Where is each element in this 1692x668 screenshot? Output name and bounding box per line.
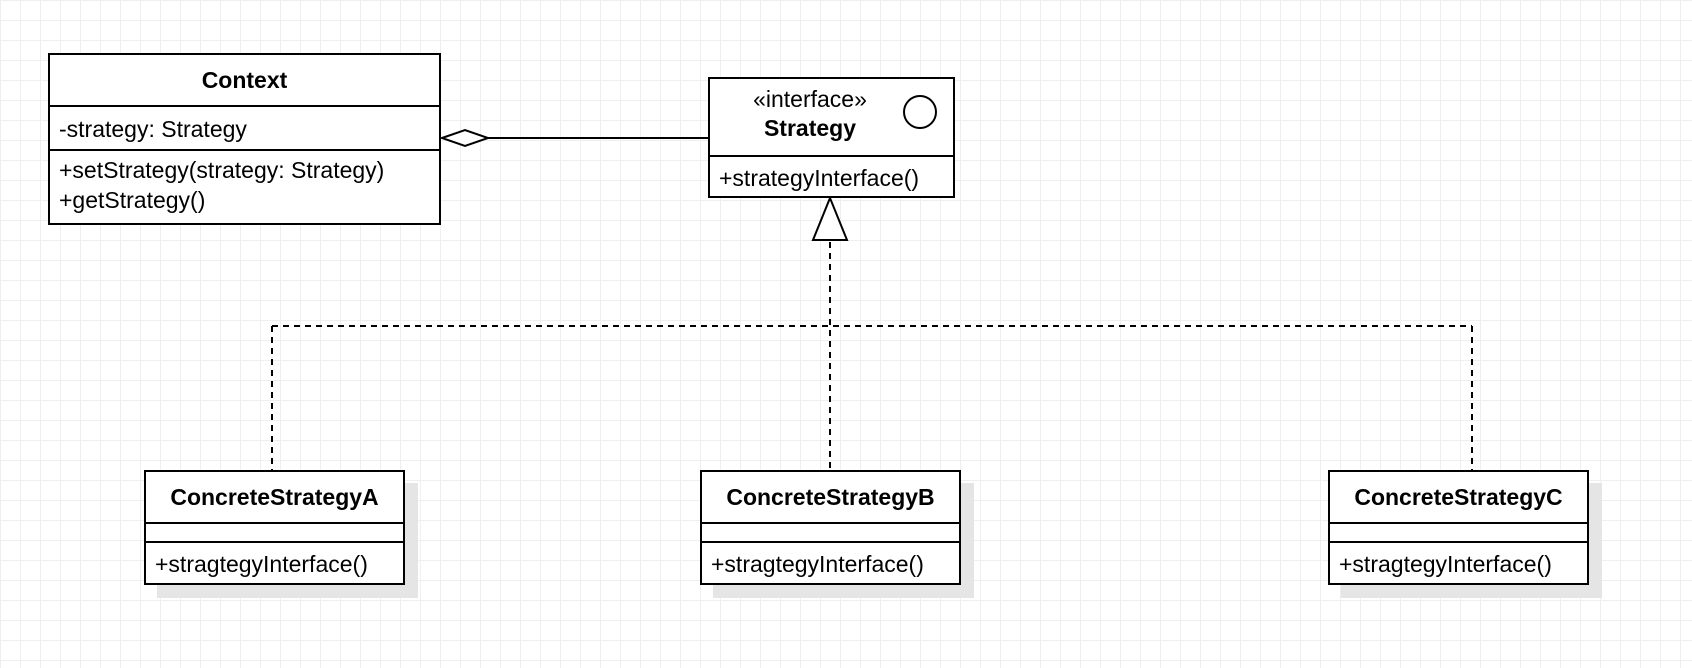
realization-arrowhead	[811, 195, 849, 241]
context-method: +setStrategy(strategy: Strategy)	[59, 157, 385, 183]
context-attributes: -strategy: Strategy	[50, 105, 439, 149]
interface-circle-icon	[903, 95, 937, 129]
concrete-strategy-b-name: ConcreteStrategyB	[726, 484, 935, 510]
concrete-strategy-a-methods: +stragtegyInterface()	[146, 541, 403, 579]
strategy-methods: +strategyInterface()	[710, 155, 953, 193]
concrete-strategy-a-name: ConcreteStrategyA	[170, 484, 379, 510]
context-class[interactable]: Context -strategy: Strategy +setStrategy…	[48, 53, 441, 225]
strategy-method: +strategyInterface()	[719, 165, 920, 191]
context-class-name: Context	[201, 67, 288, 93]
strategy-header: «interface» Strategy	[710, 79, 953, 155]
concrete-strategy-c-methods: +stragtegyInterface()	[1330, 541, 1587, 579]
context-attribute: -strategy: Strategy	[59, 116, 247, 142]
concrete-strategy-a-attributes	[146, 522, 403, 541]
concrete-strategy-c-name: ConcreteStrategyC	[1354, 484, 1563, 510]
realization-lines	[271, 242, 1473, 470]
concrete-strategy-a[interactable]: ConcreteStrategyA +stragtegyInterface()	[144, 470, 405, 585]
concrete-strategy-b-attributes	[702, 522, 959, 541]
strategy-stereotype: «interface»	[753, 86, 867, 112]
concrete-strategy-c-attributes	[1330, 522, 1587, 541]
context-methods: +setStrategy(strategy: Strategy) +getStr…	[50, 149, 439, 215]
strategy-class-name: Strategy	[763, 115, 857, 141]
concrete-strategy-b-methods: +stragtegyInterface()	[702, 541, 959, 579]
strategy-interface[interactable]: «interface» Strategy +strategyInterface(…	[708, 77, 955, 198]
concrete-strategy-b-method: +stragtegyInterface()	[711, 551, 924, 577]
concrete-strategy-c[interactable]: ConcreteStrategyC +stragtegyInterface()	[1328, 470, 1589, 585]
concrete-strategy-a-method: +stragtegyInterface()	[155, 551, 368, 577]
aggregation-diamond	[438, 128, 492, 148]
concrete-strategy-c-method: +stragtegyInterface()	[1339, 551, 1552, 577]
concrete-strategy-b[interactable]: ConcreteStrategyB +stragtegyInterface()	[700, 470, 961, 585]
context-method: +getStrategy()	[59, 187, 206, 213]
